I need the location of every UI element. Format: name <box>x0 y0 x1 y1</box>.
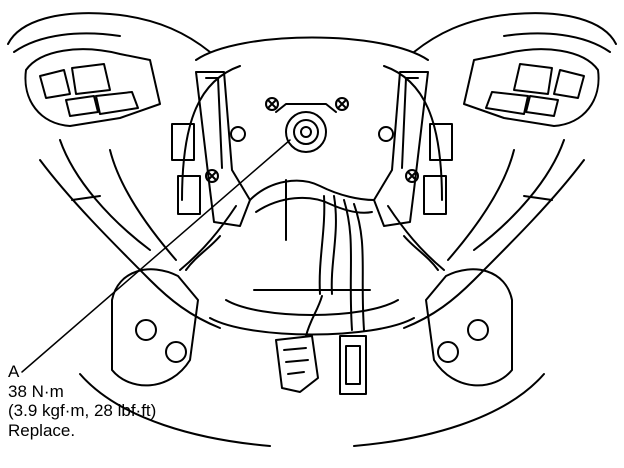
callout-letter: A <box>8 362 20 381</box>
wheel-rim <box>7 12 617 53</box>
center-bolt <box>275 103 337 153</box>
right-bracket <box>373 71 453 227</box>
hub-housing <box>181 36 443 336</box>
callout-leader-line <box>21 139 291 373</box>
mounting-screws <box>205 97 419 183</box>
harness-connectors <box>275 295 367 395</box>
torque-value-nm: 38 N·m <box>8 381 64 401</box>
bolt-callout: A 38 N·m (3.9 kgf·m, 28 lbf·ft) Replace. <box>8 362 156 440</box>
wiring-harness <box>179 179 445 331</box>
right-switch-pod <box>463 48 600 127</box>
torque-value-alt: (3.9 kgf·m, 28 lbf·ft) <box>8 401 157 420</box>
lower-right-pod <box>353 268 545 447</box>
right-spoke <box>403 139 585 329</box>
left-spoke <box>39 139 221 329</box>
left-switch-pod <box>24 48 161 127</box>
replace-instruction: Replace. <box>8 420 76 440</box>
lower-left-pod <box>79 268 271 447</box>
left-bracket <box>171 71 251 227</box>
